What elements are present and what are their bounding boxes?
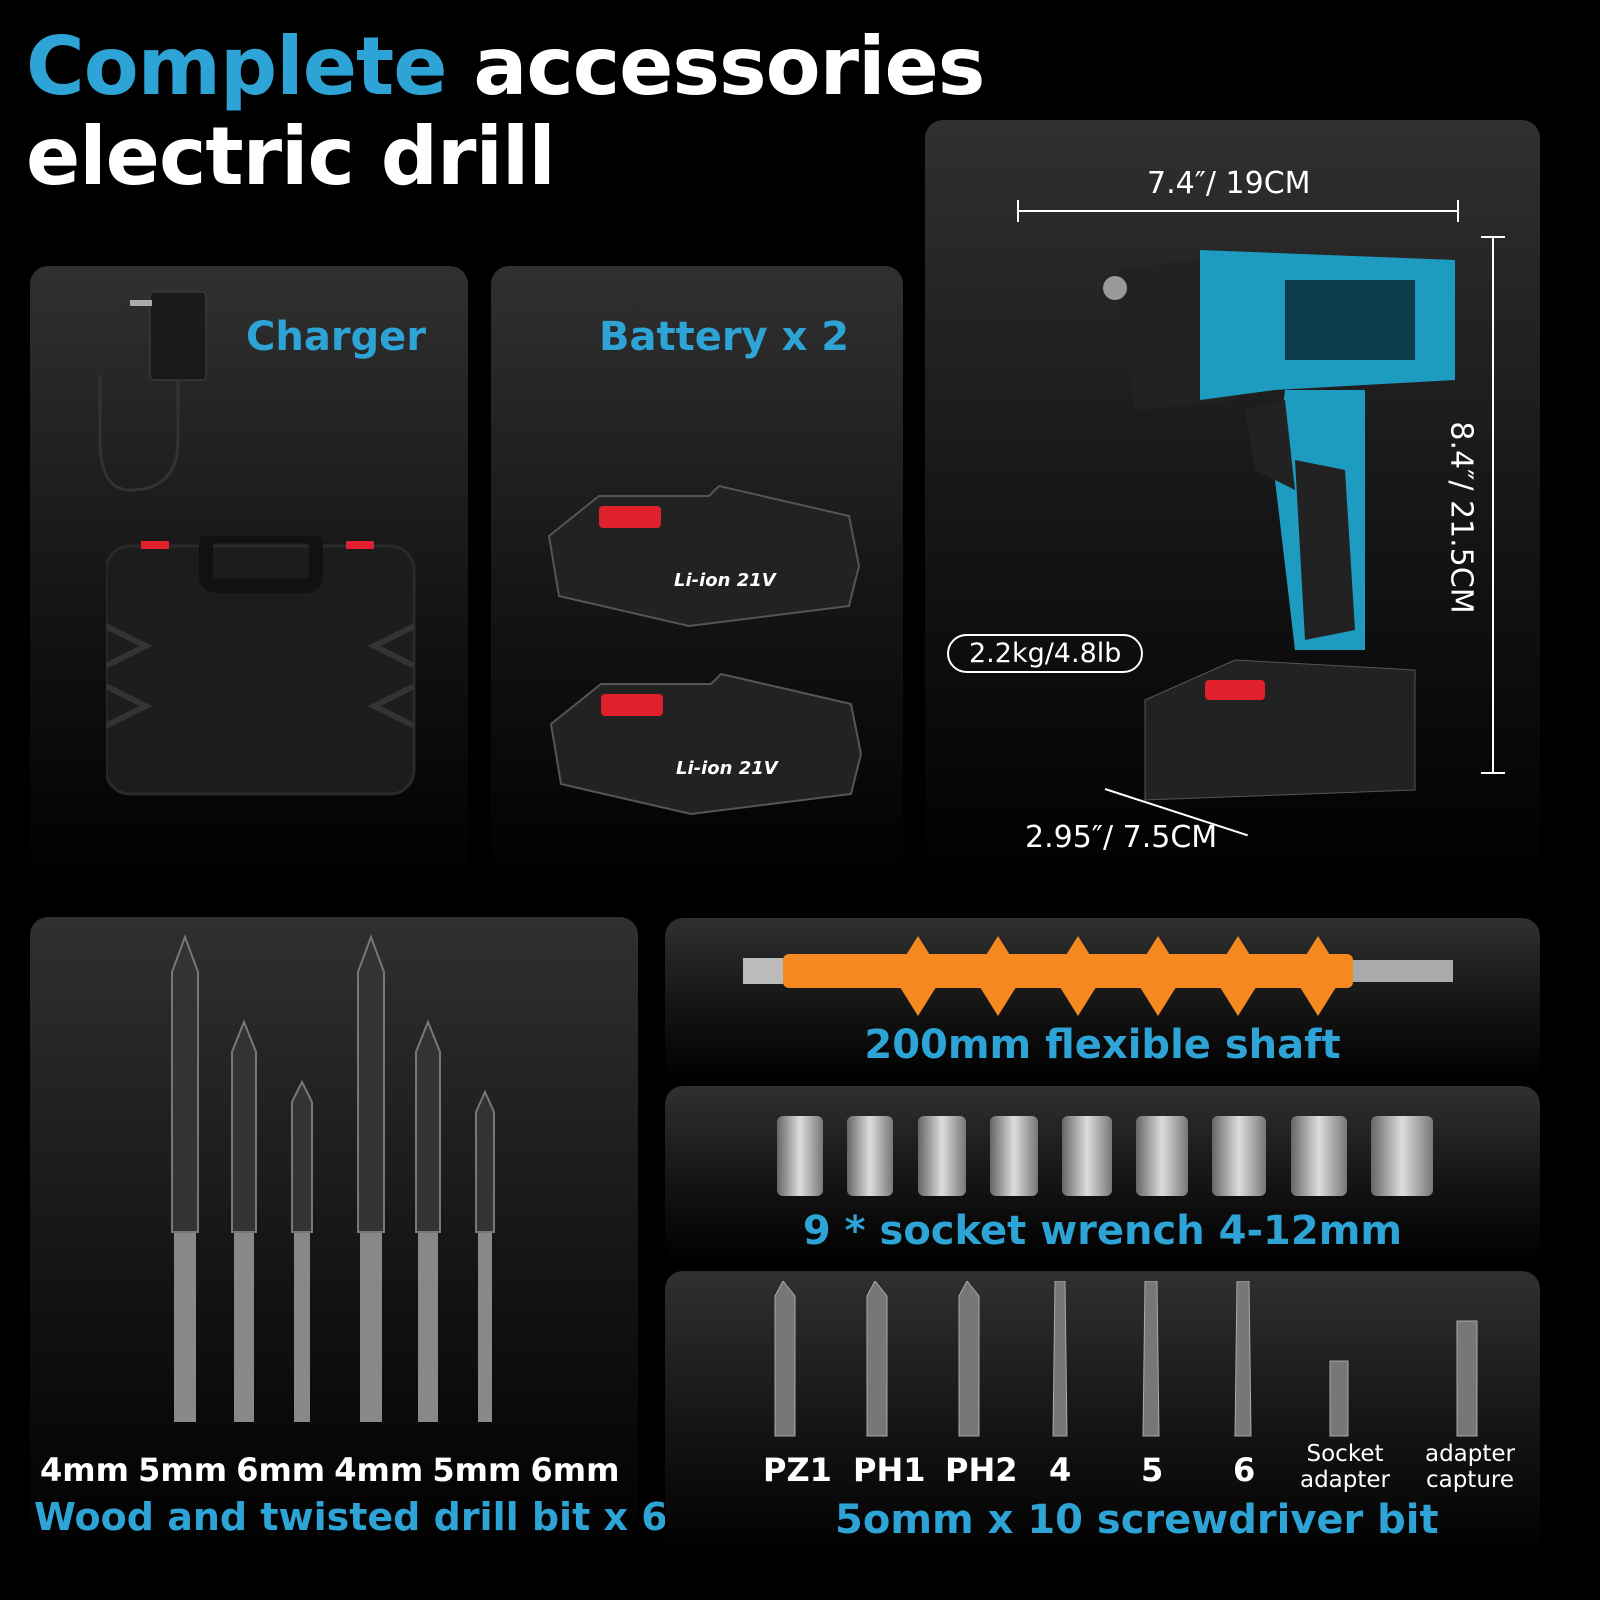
height-dimension-line [1492,238,1494,774]
drill-width: 7.4″/ 19CM [1147,166,1311,201]
bit-ph2: PH2 [945,1451,1018,1489]
socket-icon [989,1116,1038,1196]
charger-icon [98,291,207,492]
socket-icon [917,1116,966,1196]
drill-bits-icon [171,934,495,1422]
flexible-shaft-panel: 200mm flexible shaft [665,918,1540,1080]
bit-ph1: PH1 [853,1451,926,1489]
socket-icon [1061,1116,1112,1196]
socket-icon [1212,1116,1267,1196]
bit-6: 6 [1233,1451,1256,1489]
socket-panel: 9 * socket wrench 4-12mm [665,1086,1540,1262]
flexible-shaft-label: 200mm flexible shaft [864,1022,1341,1068]
flexible-shaft-icon [743,936,1453,1016]
bit-5: 5 [1141,1451,1164,1489]
drill-bit-sizes: 4mm 5mm 6mm 4mm 5mm 6mm [40,1451,620,1489]
screwdriver-label: 5omm x 10 screwdriver bit [835,1497,1439,1543]
socket-label: 9 * socket wrench 4-12mm [802,1208,1403,1254]
socket-icon [777,1116,824,1196]
socket-icon [1370,1116,1433,1196]
bit-4: 4 [1049,1451,1072,1489]
carry-case-icon [106,536,416,796]
battery-icon: Li-ion 21V [547,484,861,628]
socket-icon [1136,1116,1189,1196]
drill-bits-panel: 4mm 5mm 6mm 4mm 5mm 6mm Wood and twisted… [30,917,668,1560]
socket-icon [847,1116,894,1196]
drill-panel: 7.4″/ 19CM 8.4″/ 21.5CM 2.2kg/4.8lb 2.95… [925,120,1540,886]
drill-depth: 2.95″/ 7.5CM [1025,820,1218,855]
screwdriver-panel: PZ1 PH1 PH2 4 5 6 Socket adapter adapter… [665,1271,1540,1560]
socket-icon [1290,1116,1347,1196]
adapter-capture-label: adapter capture [1424,1441,1515,1493]
weight-badge: 2.2kg/4.8lb [947,634,1144,673]
battery-pack-icons: Li-ion 21V Li-ion 21V [547,484,863,816]
socket-set [765,1116,1445,1196]
charger-label: Charger [246,314,427,360]
svg-text:Li-ion 21V: Li-ion 21V [676,758,780,779]
width-dimension-line [1017,210,1459,212]
drill-bits-label: Wood and twisted drill bit x 6 [34,1495,668,1539]
svg-text:Li-ion 21V: Li-ion 21V [674,570,778,591]
charger-panel: Charger [30,266,468,886]
battery-icon: Li-ion 21V [549,672,863,816]
page-title: Complete accessories electric drill [26,20,985,203]
battery-label: Battery x 2 [599,314,850,360]
screwdriver-bits-icon [774,1281,1478,1437]
bit-pz1: PZ1 [763,1451,832,1489]
battery-panel: Battery x 2 Li-ion 21V Li-ion 21V [491,266,903,886]
drill-icon [1103,250,1455,801]
socket-adapter-label: Socket adapter [1299,1441,1390,1493]
